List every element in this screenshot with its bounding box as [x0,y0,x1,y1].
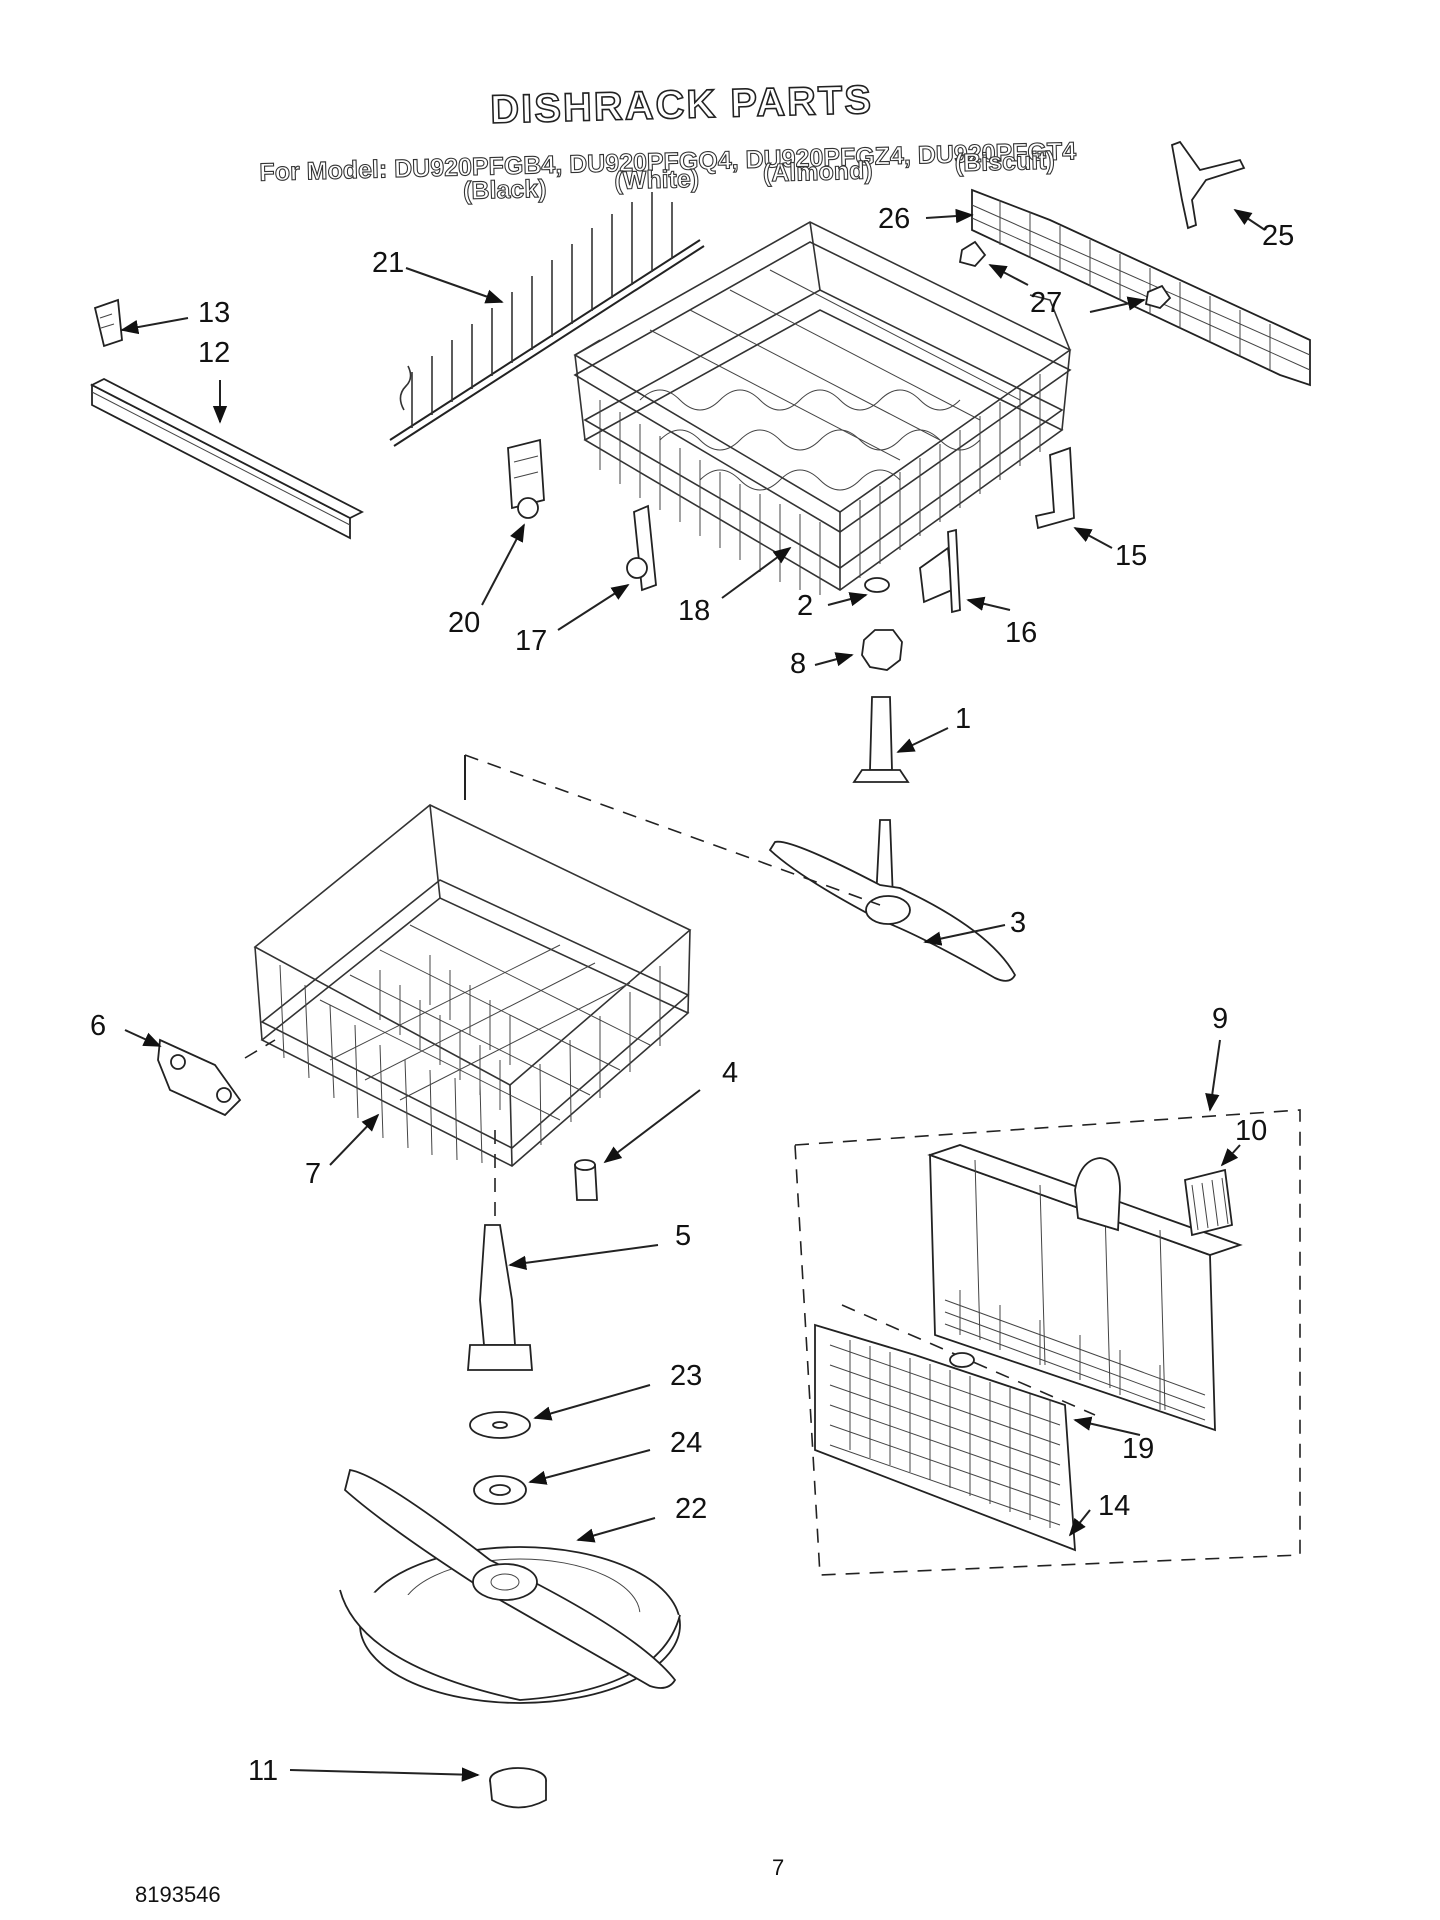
callout-14: 14 [1098,1490,1130,1522]
page-number: 7 [772,1855,784,1880]
color-almond: (Almond) [763,157,873,188]
callout-19: 19 [1122,1433,1154,1465]
callout-22: 22 [675,1493,707,1525]
callout-25: 25 [1262,220,1294,252]
callout-6: 6 [90,1010,106,1042]
callout-20: 20 [448,607,480,639]
callout-8: 8 [790,648,806,680]
rail-end-clip-part [93,298,123,348]
lower-rack-roller-part [157,1038,242,1117]
callout-27a: 27 [1030,287,1062,319]
rack-stop-part [1034,446,1075,530]
silverware-basket-group [794,1109,1301,1576]
callout-11: 11 [248,1755,278,1787]
upper-spray-assembly-part [768,577,1017,982]
diagram-title: DISHRACK PARTS [490,78,874,132]
document-number: 8193546 [135,1882,221,1907]
callout-26: 26 [878,203,910,235]
color-white: (White) [614,165,699,195]
callout-2: 2 [797,590,813,622]
upper-rack-part [573,221,1072,595]
callout-21: 21 [372,247,404,279]
rack-bumper-part [574,1159,598,1201]
callout-17: 17 [515,625,547,657]
color-biscuit: (Biscuit) [954,147,1055,178]
callout-4: 4 [722,1057,738,1089]
callout-7: 7 [305,1158,321,1190]
color-black: (Black) [463,175,547,205]
callout-12: 12 [198,337,230,369]
shield-clip-part [958,240,1172,310]
rack-shield-part [971,188,1311,387]
callout-15: 15 [1115,540,1147,572]
callout-9: 9 [1212,1003,1228,1035]
lower-rack-part [253,804,692,1167]
callout-5: 5 [675,1220,691,1252]
callout-16: 16 [1005,617,1037,649]
lower-spray-assembly-part [339,1224,681,1809]
roller-bracket-part [626,504,657,592]
callout-3: 3 [1010,907,1026,939]
callout-leaders [120,208,1266,1782]
shield-hook-part [1170,140,1246,230]
callout-10: 10 [1235,1115,1267,1147]
rack-rail-part [90,377,364,540]
tine-row-part [389,192,705,447]
callout-1: 1 [955,703,971,735]
roller-alignment-line [244,1039,276,1059]
callout-23: 23 [670,1360,702,1392]
callout-13: 13 [198,297,230,329]
callout-24: 24 [670,1427,702,1459]
rack-alignment-line [464,754,881,906]
wash-arm-bracket-part [919,528,961,614]
rack-roller-assembly-part [507,438,545,519]
callout-18: 18 [678,595,710,627]
